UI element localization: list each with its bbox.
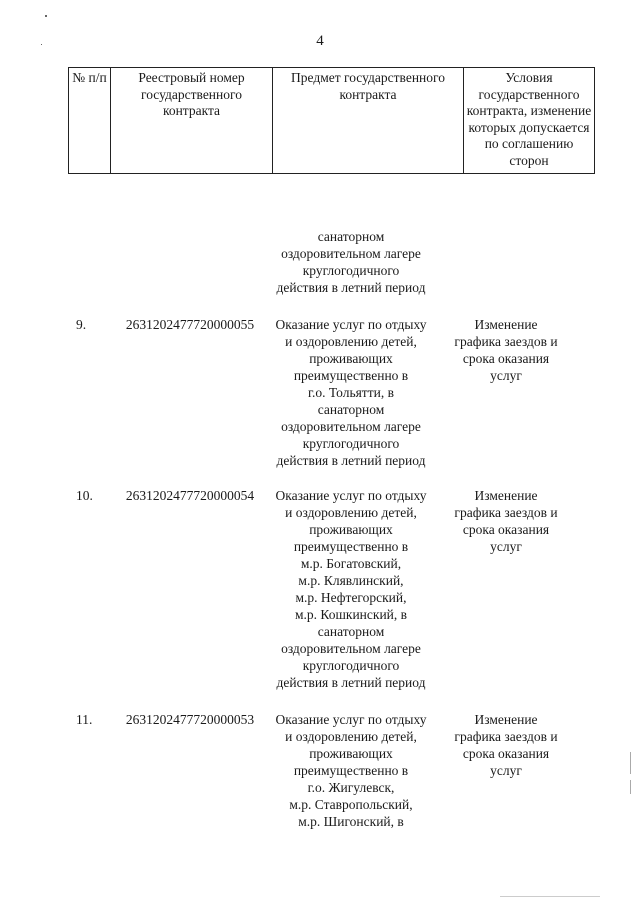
scan-edge-mark <box>630 752 631 774</box>
subject-line: и оздоровлению детей, <box>285 729 417 744</box>
page-number: 4 <box>316 33 324 49</box>
subject-line: оздоровительном лагере <box>281 246 421 261</box>
subject-line: м.р. Нефтегорский, <box>295 590 407 605</box>
row-9-registry: 2631202477720000055 <box>125 317 255 332</box>
conditions-line: графика заездов и <box>454 334 558 349</box>
scan-edge-mark <box>500 896 600 897</box>
row-11-conditions: Изменение графика заездов и срока оказан… <box>440 711 572 779</box>
row-10-subject: Оказание услуг по отдыху и оздоровлению … <box>268 487 434 691</box>
conditions-line: Изменение <box>474 712 538 727</box>
conditions-line: услуг <box>490 368 522 383</box>
subject-line: круглогодичного <box>302 436 400 451</box>
header-conditions: Условия государственного контракта, изме… <box>463 67 595 174</box>
header-subject: Предмет государственного контракта <box>272 67 464 174</box>
subject-line: оздоровительном лагере <box>281 419 421 434</box>
subject-line: действия в летний период <box>276 675 426 690</box>
row-10-registry: 2631202477720000054 <box>125 488 255 503</box>
subject-line: м.р. Шигонский, в <box>298 814 404 829</box>
subject-line: м.р. Ставропольский, <box>289 797 413 812</box>
subject-line: преимущественно в <box>293 539 409 554</box>
row-10-conditions: Изменение графика заездов и срока оказан… <box>440 487 572 555</box>
scan-speck <box>41 44 42 45</box>
subject-line: оздоровительном лагере <box>281 641 421 656</box>
conditions-line: срока оказания <box>462 351 550 366</box>
subject-line: м.р. Клявлинский, <box>298 573 404 588</box>
conditions-line: услуг <box>490 763 522 778</box>
subject-line: преимущественно в <box>293 763 409 778</box>
subject-line: и оздоровлению детей, <box>285 505 417 520</box>
row-9-conditions: Изменение графика заездов и срока оказан… <box>440 316 572 384</box>
row-10-num: 10. <box>76 488 93 503</box>
continuation-subject: санаторном оздоровительном лагере кругло… <box>268 228 434 296</box>
subject-line: проживающих <box>309 351 393 366</box>
subject-line: санаторном <box>317 402 385 417</box>
subject-line: круглогодичного <box>302 263 400 278</box>
scan-speck <box>45 15 47 17</box>
subject-line: преимущественно в <box>293 368 409 383</box>
row-9-subject: Оказание услуг по отдыху и оздоровлению … <box>268 316 434 469</box>
subject-line: санаторном <box>317 229 385 244</box>
subject-line: действия в летний период <box>276 453 426 468</box>
conditions-line: графика заездов и <box>454 505 558 520</box>
subject-line: проживающих <box>309 746 393 761</box>
subject-line: Оказание услуг по отдыху <box>275 712 427 727</box>
conditions-line: графика заездов и <box>454 729 558 744</box>
conditions-line: срока оказания <box>462 746 550 761</box>
subject-line: круглогодичного <box>302 658 400 673</box>
conditions-line: Изменение <box>474 317 538 332</box>
row-9-num: 9. <box>76 317 87 332</box>
subject-line: действия в летний период <box>276 280 426 295</box>
subject-line: санаторном <box>317 624 385 639</box>
header-num: № п/п <box>68 67 111 174</box>
row-11-registry: 2631202477720000053 <box>125 712 255 727</box>
conditions-line: Изменение <box>474 488 538 503</box>
subject-line: г.о. Тольятти, в <box>308 385 394 400</box>
subject-line: Оказание услуг по отдыху <box>275 317 427 332</box>
row-11-subject: Оказание услуг по отдыху и оздоровлению … <box>268 711 434 830</box>
subject-line: и оздоровлению детей, <box>285 334 417 349</box>
conditions-line: услуг <box>490 539 522 554</box>
header-registry: Реестровый номер государственного контра… <box>110 67 273 174</box>
subject-line: м.р. Кошкинский, в <box>294 607 408 622</box>
conditions-line: срока оказания <box>462 522 550 537</box>
row-11-num: 11. <box>76 712 93 727</box>
subject-line: м.р. Богатовский, <box>300 556 402 571</box>
subject-line: г.о. Жигулевск, <box>307 780 395 795</box>
subject-line: Оказание услуг по отдыху <box>275 488 427 503</box>
scan-edge-mark <box>630 780 631 794</box>
contracts-table-header: № п/п Реестровый номер государственного … <box>68 67 595 174</box>
subject-line: проживающих <box>309 522 393 537</box>
